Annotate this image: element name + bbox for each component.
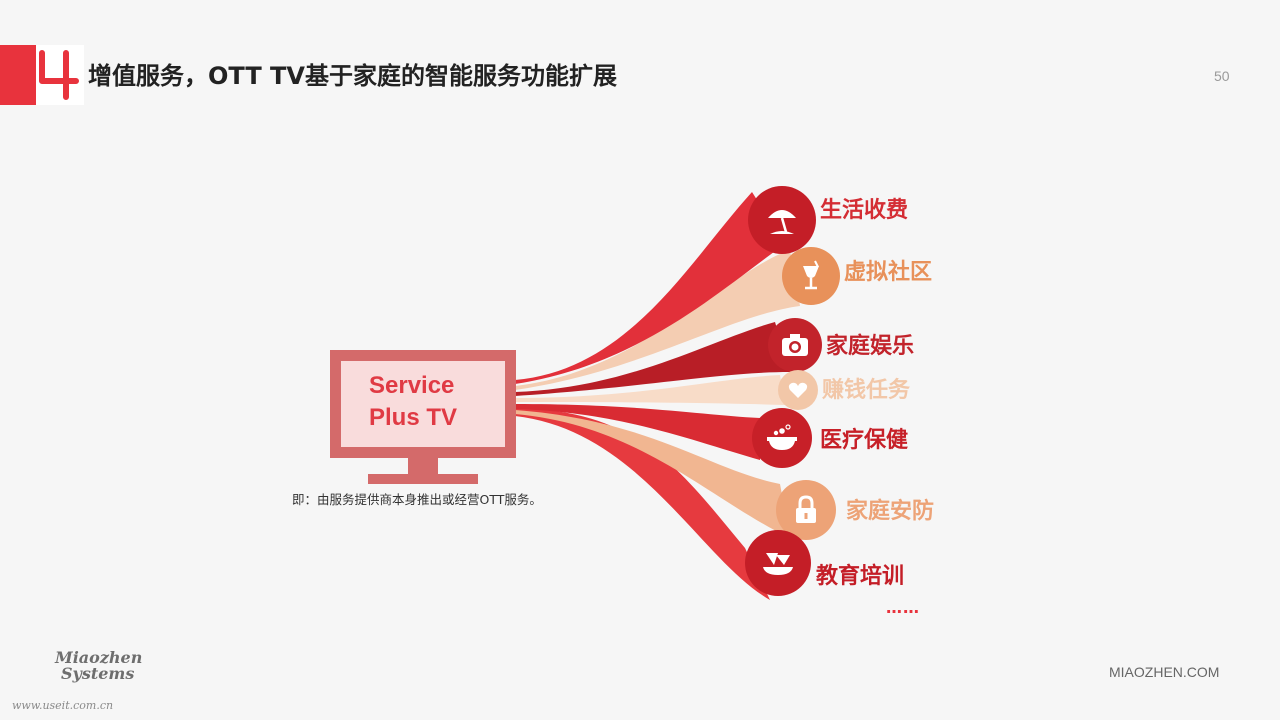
ribbon-entertainment (515, 322, 790, 396)
service-healthcare-label: 医疗保健 (820, 428, 909, 453)
miaozhen-logo: Miaozhen Systems (55, 648, 143, 683)
service-tasks-label: 赚钱任务 (822, 378, 911, 403)
ribbon-healthcare (515, 404, 760, 460)
bathtub-icon (767, 424, 797, 450)
service-entertainment-circle (768, 318, 822, 372)
site-url: MIAOZHEN.COM (1109, 664, 1220, 680)
service-community-label: 虚拟社区 (844, 260, 933, 285)
service-healthcare-circle (752, 408, 812, 468)
camera-icon (782, 334, 808, 356)
service-tasks-circle (778, 370, 818, 410)
service-security-label: 家庭安防 (846, 499, 935, 524)
page-number: 50 (1214, 68, 1230, 84)
service-entertainment-label: 家庭娱乐 (826, 334, 915, 359)
watermark-text: www.useit.com.cn (12, 699, 114, 712)
service-plus-tv (330, 350, 516, 484)
nachos-icon (763, 553, 793, 575)
section-number-badge (36, 45, 84, 105)
header-accent-bar (0, 45, 36, 105)
padlock-icon (796, 495, 816, 523)
tv-caption: 即：由服务提供商本身推出或经营OTT服务。 (292, 492, 542, 507)
cocktail-icon (803, 260, 819, 290)
service-education-circle (745, 530, 811, 596)
ribbon-tasks (515, 375, 785, 405)
ribbon-security (515, 410, 790, 538)
service-education-label: 教育培训 (816, 564, 905, 589)
service-billing-label: 生活收费 (820, 198, 909, 223)
more-ellipsis: …… (886, 598, 920, 617)
service-billing-circle (748, 186, 816, 254)
page-title: 增值服务，OTT TV基于家庭的智能服务功能扩展 (88, 62, 617, 90)
service-security-circle (776, 480, 836, 540)
ribbon-billing (515, 192, 785, 384)
tv-screen-text: Service Plus TV (369, 370, 509, 434)
beach-umbrella-icon (768, 210, 796, 234)
service-community-circle (782, 247, 840, 305)
tv-line-2: Plus TV (369, 404, 458, 431)
tv-line-1: Service (369, 372, 455, 399)
heart-icon (788, 382, 808, 398)
